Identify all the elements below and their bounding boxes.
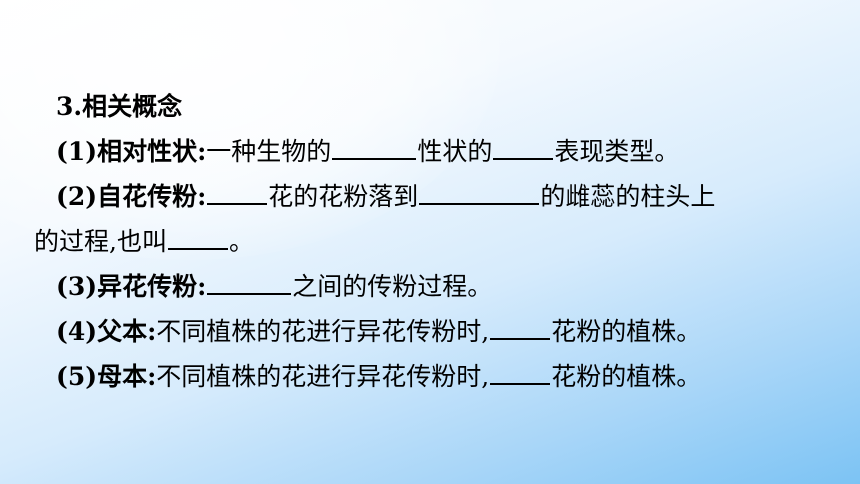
concept-item-2: (2)自花传粉: 花的花粉落到 的雌蕊的柱头上 bbox=[34, 174, 834, 219]
item-number: (1) bbox=[56, 137, 98, 166]
item-text: 一种生物的 bbox=[206, 137, 332, 166]
item-term: 相对性状: bbox=[97, 137, 207, 166]
item-text: 不同植株的花进行异花传粉时, bbox=[156, 362, 490, 391]
concept-item-1: (1)相对性状:一种生物的 性状的 表现类型。 bbox=[34, 129, 834, 174]
item-text: 之间的传粉过程。 bbox=[292, 272, 493, 301]
item-text: 表现类型。 bbox=[554, 137, 680, 166]
concept-list: 3.相关概念 (1)相对性状:一种生物的 性状的 表现类型。 (2)自花传粉: 花的花… bbox=[34, 84, 834, 399]
fill-in-blank[interactable] bbox=[493, 136, 554, 160]
item-text: 花的花粉落到 bbox=[268, 182, 419, 211]
fill-in-blank[interactable] bbox=[490, 361, 551, 385]
item-number: (3) bbox=[56, 272, 98, 301]
item-text: 的过程,也叫 bbox=[34, 227, 167, 256]
item-number: (4) bbox=[56, 317, 98, 346]
item-text: 。 bbox=[228, 227, 254, 256]
item-term: 母本: bbox=[97, 362, 157, 391]
concept-item-5: (5)母本:不同植株的花进行异花传粉时, 花粉的植株。 bbox=[34, 354, 834, 399]
fill-in-blank[interactable] bbox=[207, 271, 292, 295]
concept-item-3: (3)异花传粉: 之间的传粉过程。 bbox=[34, 264, 834, 309]
fill-in-blank[interactable] bbox=[332, 136, 417, 160]
item-term: 异花传粉: bbox=[97, 272, 207, 301]
fill-in-blank[interactable] bbox=[207, 181, 268, 205]
fill-in-blank[interactable] bbox=[167, 226, 228, 250]
concept-item-4: (4)父本:不同植株的花进行异花传粉时, 花粉的植株。 bbox=[34, 309, 834, 354]
fill-in-blank[interactable] bbox=[490, 316, 551, 340]
item-text: 花粉的植株。 bbox=[551, 362, 702, 391]
item-term: 自花传粉: bbox=[97, 182, 207, 211]
heading-text: 3.相关概念 bbox=[56, 92, 183, 121]
fill-in-blank[interactable] bbox=[419, 181, 540, 205]
item-text: 性状的 bbox=[417, 137, 493, 166]
item-term: 父本: bbox=[97, 317, 157, 346]
item-number: (2) bbox=[56, 182, 98, 211]
item-text: 的雌蕊的柱头上 bbox=[540, 182, 716, 211]
item-text: 不同植株的花进行异花传粉时, bbox=[156, 317, 490, 346]
concept-item-2-continued: 的过程,也叫 。 bbox=[34, 219, 834, 264]
section-heading: 3.相关概念 bbox=[34, 84, 834, 129]
item-number: (5) bbox=[56, 362, 98, 391]
item-text: 花粉的植株。 bbox=[551, 317, 702, 346]
